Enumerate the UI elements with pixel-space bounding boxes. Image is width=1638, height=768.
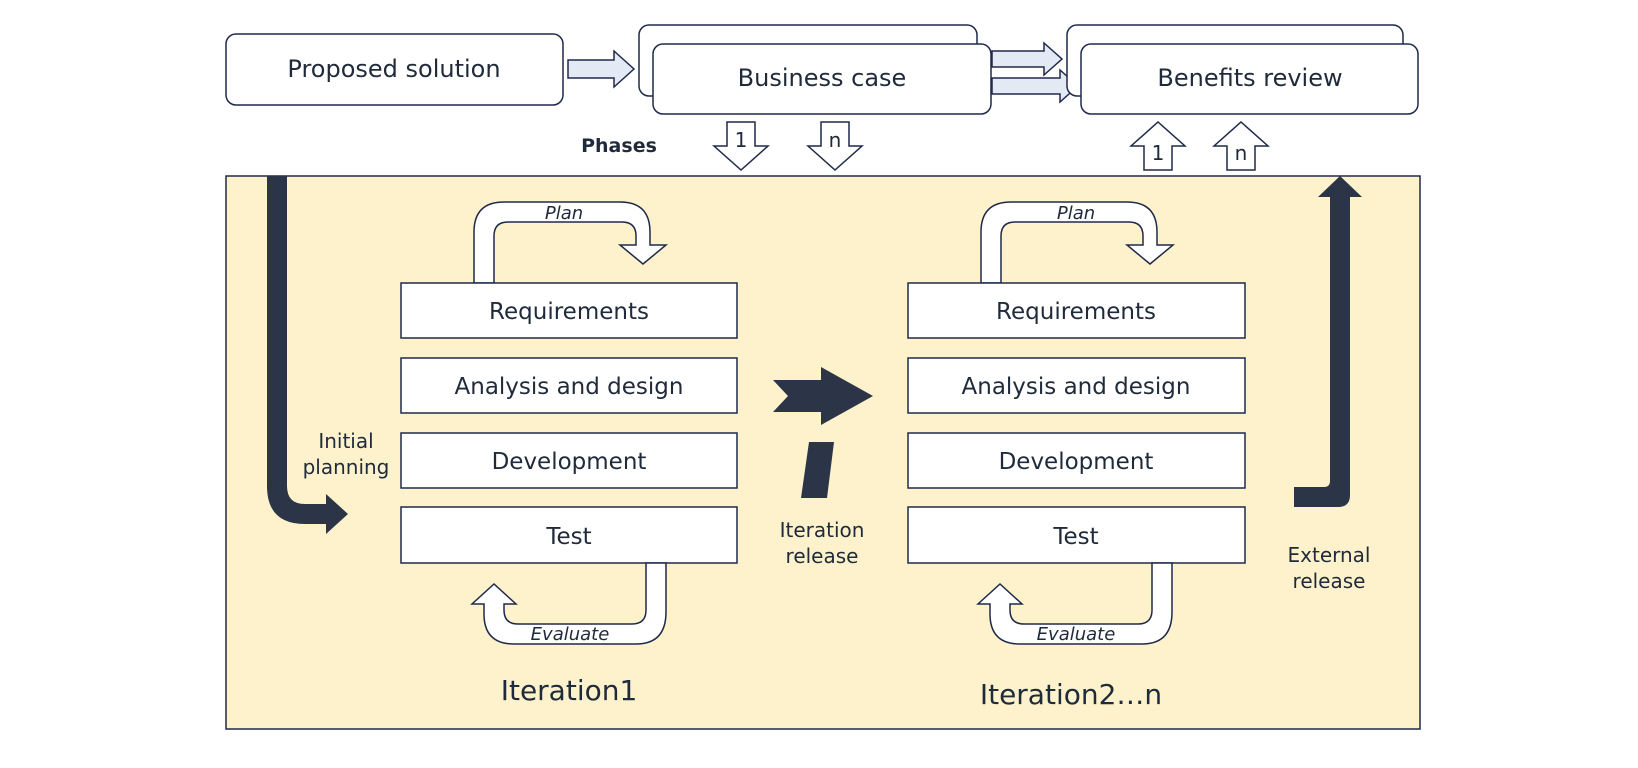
requirements-box: [907, 282, 1246, 339]
benefits-review-box: [1080, 43, 1419, 115]
development-label: Development: [999, 449, 1154, 475]
analysis-design-box: [907, 357, 1246, 414]
plan-loop-arrow: [473, 201, 669, 284]
evaluate-loop-arrow: [976, 562, 1173, 645]
evaluate-label: Evaluate: [1037, 624, 1116, 645]
proposed-solution-label: Proposed solution: [287, 55, 500, 83]
external-release-arrow: [1294, 176, 1362, 507]
iteration-title: Iteration1: [501, 674, 638, 707]
arrow-to-benefits-review-2: [991, 68, 1080, 104]
evaluate-label: Evaluate: [531, 624, 610, 645]
test-box: [907, 506, 1246, 564]
development-box: [400, 432, 738, 489]
phase-up-label-n: n: [1235, 141, 1248, 165]
benefits-review-label: Benefits review: [1157, 64, 1342, 92]
test-label: Test: [545, 524, 591, 550]
arrow-to-business-case: [567, 49, 636, 89]
iteration-title: Iteration2…n: [980, 678, 1162, 711]
business-case-label: Business case: [738, 64, 907, 92]
requirements-label: Requirements: [489, 299, 649, 325]
test-label: Test: [1052, 524, 1098, 550]
development-label: Development: [492, 449, 647, 475]
development-box: [907, 432, 1246, 489]
iteration-release-arrow: [773, 367, 873, 425]
iteration-2-n: Plan Requirements Analysis and design De…: [907, 201, 1246, 711]
evaluate-loop-arrow: [470, 562, 667, 645]
phase-up-arrow-n: [1212, 120, 1270, 171]
phases-label: Phases: [581, 135, 657, 157]
proposed-solution-box: [225, 33, 564, 106]
iteration-release-label-line2: release: [786, 544, 859, 568]
external-release-label-line1: External: [1288, 543, 1371, 567]
phase-down-arrow-1: [712, 121, 770, 172]
analysis-design-label: Analysis and design: [962, 374, 1191, 400]
initial-planning-label-line2: planning: [303, 455, 390, 479]
phase-down-arrow-n: [806, 121, 864, 172]
phase-up-arrow-1: [1129, 120, 1187, 171]
initial-planning-label-line1: Initial: [318, 429, 373, 453]
initial-planning-arrow: [267, 176, 348, 534]
analysis-design-box: [400, 357, 738, 414]
phase-up-label-1: 1: [1152, 141, 1165, 165]
plan-loop-arrow: [980, 201, 1176, 284]
arrow-to-benefits-review-1: [991, 41, 1064, 77]
phase-down-label-n: n: [829, 128, 842, 152]
business-case-box: [652, 43, 992, 115]
phase-down-label-1: 1: [735, 128, 748, 152]
external-release-label-line2: release: [1293, 569, 1366, 593]
requirements-label: Requirements: [996, 299, 1156, 325]
plan-label: Plan: [1057, 203, 1095, 224]
requirements-box: [400, 282, 738, 339]
test-box: [400, 506, 738, 564]
plan-label: Plan: [545, 203, 583, 224]
analysis-design-label: Analysis and design: [455, 374, 684, 400]
iteration-1: Plan Requirements Analysis and design De…: [400, 201, 738, 707]
iteration-release-bar: [801, 442, 834, 498]
iteration-release-label-line1: Iteration: [780, 518, 865, 542]
